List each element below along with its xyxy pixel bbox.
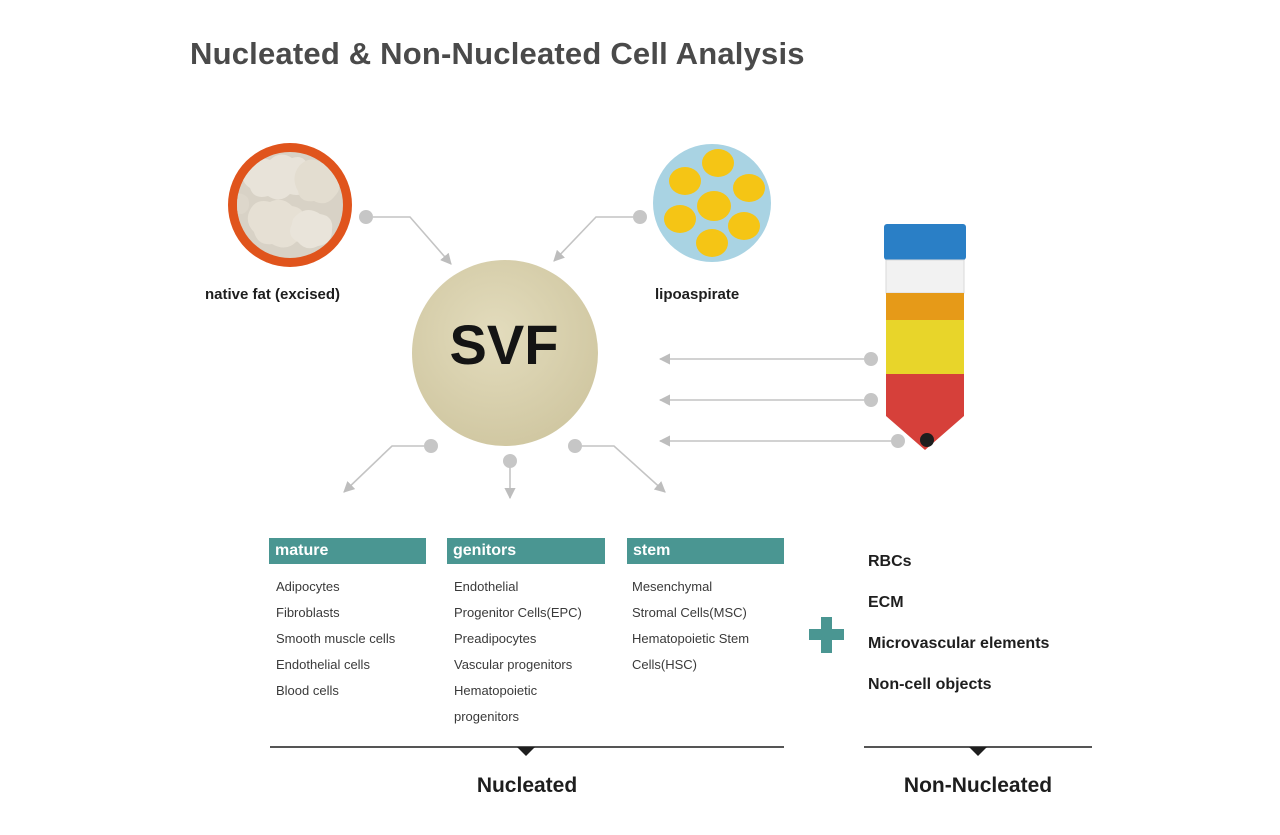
plus-icon — [809, 617, 844, 653]
svf-circle — [412, 260, 598, 446]
list-item: Microvascular elements — [868, 635, 1050, 652]
stem-list: Mesenchymal Stromal Cells(MSC) Hematopoi… — [632, 574, 749, 678]
list-item: ECM — [868, 594, 904, 611]
list-item: Non-cell objects — [868, 676, 992, 693]
list-item: Endothelial — [454, 579, 519, 594]
mature-list: Adipocytes Fibroblasts Smooth muscle cel… — [276, 574, 395, 704]
category-header-mature: mature — [269, 538, 426, 564]
category-header-genitors: genitors — [447, 538, 605, 564]
group-dividers — [270, 746, 1092, 756]
list-item: Progenitor Cells(EPC) — [454, 605, 582, 620]
svf-label: SVF — [449, 313, 559, 376]
lipoaspirate-label: lipoaspirate — [655, 286, 740, 303]
non-nucleated-group-label: Non-Nucleated — [903, 774, 1053, 797]
nucleated-group-label: Nucleated — [476, 774, 578, 797]
list-item: Fibroblasts — [276, 605, 340, 620]
test-tube-icon — [884, 224, 966, 450]
list-item: Cells(HSC) — [632, 657, 697, 672]
category-header-stem: stem — [627, 538, 784, 564]
list-item: Hematopoietic — [454, 683, 538, 698]
list-item: Preadipocytes — [454, 631, 537, 646]
non-nucleated-list: RBCs ECM Microvascular elements Non-cell… — [868, 541, 1049, 705]
list-item: Blood cells — [276, 683, 339, 698]
list-item: Hematopoietic Stem — [632, 631, 750, 646]
list-item: Stromal Cells(MSC) — [632, 605, 747, 620]
page-title: Nucleated & Non-Nucleated Cell Analysis — [190, 36, 805, 71]
list-item: Adipocytes — [276, 579, 340, 594]
list-item: Mesenchymal — [632, 579, 713, 594]
list-item: Vascular progenitors — [454, 657, 573, 672]
native-fat-label: native fat (excised) — [205, 286, 341, 303]
list-item: Endothelial cells — [276, 657, 370, 672]
native-fat-icon — [228, 143, 352, 267]
genitors-list: Endothelial Progenitor Cells(EPC) Preadi… — [454, 574, 582, 730]
list-item: progenitors — [454, 709, 520, 724]
list-item: Smooth muscle cells — [276, 631, 396, 646]
connector-arrows — [343, 210, 905, 500]
lipoaspirate-icon — [653, 144, 771, 262]
list-item: RBCs — [868, 553, 912, 570]
